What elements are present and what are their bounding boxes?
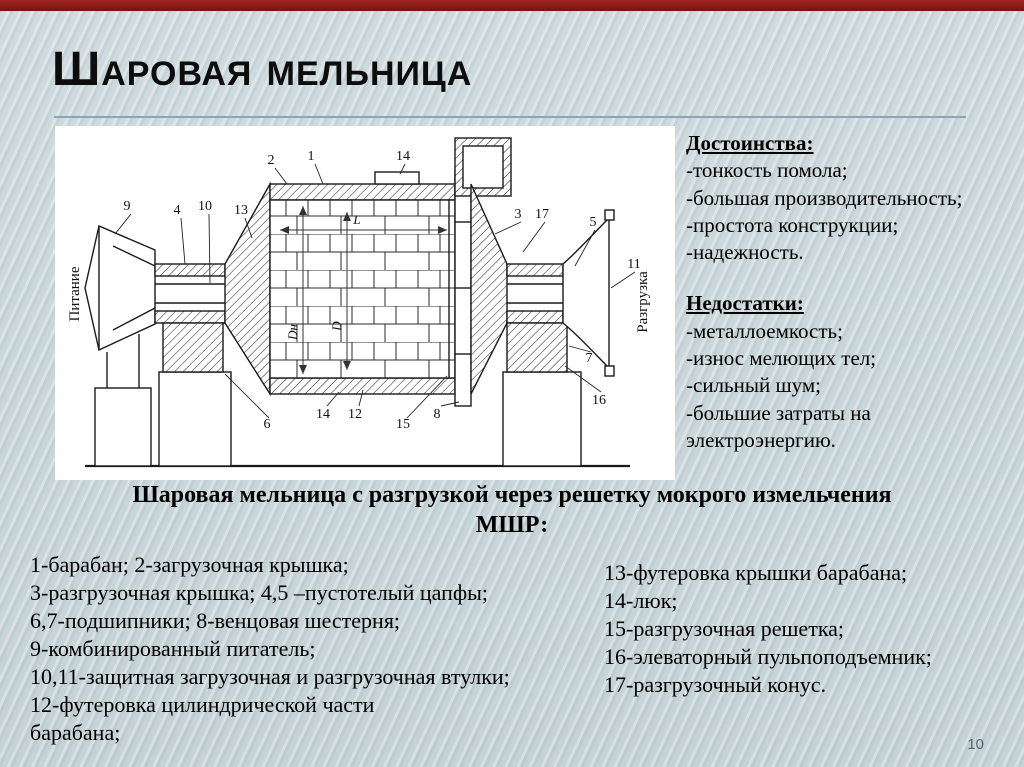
ball-mill-diagram: L Dн D — [67, 137, 651, 468]
disadvantages-heading: Недостатки: — [686, 291, 804, 316]
diagram-panel: L Dн D — [55, 126, 675, 480]
discharge-label: Разгрузка — [635, 271, 651, 333]
callout-number: 14 — [396, 149, 410, 164]
page-title: Шаровая мельница — [52, 43, 473, 96]
callout-number: 14 — [316, 407, 330, 422]
left-bearing — [162, 322, 224, 373]
right-bearing — [506, 322, 568, 373]
callout-number: 1 — [308, 149, 315, 164]
feeder — [84, 225, 156, 388]
advantage-item: -надежность. — [686, 240, 804, 265]
disadvantage-item: -сильный шум; — [686, 373, 821, 398]
legend-item: 3-разгрузочная крышка; 4,5 –пустотелый ц… — [30, 579, 489, 605]
callout-number: 10 — [198, 199, 212, 214]
callout-number: 11 — [627, 257, 640, 272]
callout-number: 9 — [124, 199, 131, 214]
advantage-item: -тонкость помола; — [686, 158, 848, 183]
callout-number: 17 — [535, 207, 549, 222]
advantage-item: -большая производительность; — [686, 185, 963, 210]
legend-item: 16-элеваторный пульпоподъемник; — [604, 643, 932, 669]
legend-item: 12-футеровка цилиндрической части — [30, 691, 375, 717]
pedestals — [94, 371, 582, 467]
advantages-heading: Достоинства: — [686, 131, 814, 155]
legend-item: 13-футеровка крышки барабана; — [604, 560, 908, 585]
dim-label-length: L — [352, 212, 360, 227]
legend-item: 10,11-защитная загрузочная и разгрузочна… — [30, 663, 510, 689]
caption-line: Шаровая мельница с разгрузкой через реше… — [132, 482, 892, 508]
legend-item: барабана; — [30, 719, 121, 745]
legend-left: 1-барабан; 2-загрузочная крышка; 3-разгр… — [30, 551, 605, 747]
disadvantage-item: -большие затраты на электроэнергию. — [686, 400, 871, 452]
advantage-item: -простота конструкции; — [686, 212, 899, 237]
drum — [269, 171, 456, 395]
dimensions — [280, 206, 447, 374]
callout-number: 12 — [348, 407, 362, 422]
spacer — [686, 266, 1016, 290]
disadvantage-item: -металлоемкость; — [686, 318, 843, 343]
title-divider — [54, 116, 966, 118]
callout-number: 2 — [268, 153, 275, 168]
callout-number: 5 — [590, 215, 597, 230]
callout-number: 3 — [515, 207, 522, 222]
top-housing — [454, 137, 512, 197]
discharge-end-cap — [470, 183, 508, 395]
legend-item: 6,7-подшипники; 8-венцовая шестерня; — [30, 607, 401, 633]
discharge-trumpet — [562, 209, 615, 377]
legend-item: 17-разгрузочный конус. — [604, 671, 827, 697]
ring-gear — [454, 169, 472, 407]
caption: Шаровая мельница с разгрузкой через реше… — [30, 480, 994, 540]
feed-label: Питание — [67, 266, 83, 321]
callout-number: 8 — [434, 407, 441, 422]
callout-number: 6 — [264, 417, 271, 432]
legend-right: 13-футеровка крышки барабана; 14-люк; 15… — [604, 559, 1016, 699]
manhole — [374, 171, 420, 185]
callout-numbers: 2 1 14 9 4 10 13 3 17 5 11 7 16 6 14 12 … — [124, 149, 641, 432]
right-trunnion — [506, 263, 564, 324]
legend-item: 9-комбинированный питатель; — [30, 635, 316, 661]
callout-number: 13 — [234, 203, 248, 218]
callout-leaders — [114, 163, 636, 419]
page-number: 10 — [967, 736, 984, 753]
callout-number: 4 — [174, 203, 181, 218]
caption-line: МШР: — [475, 512, 549, 538]
pros-cons-panel: Достоинства: -тонкость помола; -большая … — [686, 130, 1016, 454]
legend-item: 1-барабан; 2-загрузочная крышка; — [30, 552, 349, 577]
callout-number: 15 — [396, 417, 410, 432]
legend-item: 15-разгрузочная решетка; — [604, 615, 845, 641]
dim-label-outer-diameter: Dн — [285, 324, 300, 341]
legend-item: 14-люк; — [604, 587, 678, 613]
callout-number: 16 — [592, 393, 606, 408]
disadvantage-item: -износ мелющих тел; — [686, 346, 877, 371]
callout-number: 7 — [586, 351, 593, 366]
top-accent-bar — [0, 0, 1024, 11]
dim-label-inner-diameter: D — [329, 321, 344, 332]
